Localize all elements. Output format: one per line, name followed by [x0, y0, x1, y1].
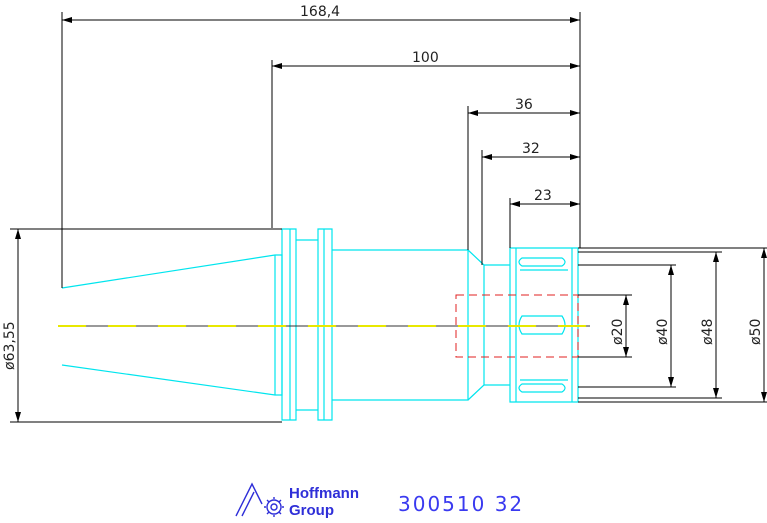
flange-rear — [317, 228, 333, 421]
shank-outline — [332, 249, 469, 401]
dim-label-32: 32 — [522, 141, 540, 157]
hoffmann-logo: Hoffmann Group — [235, 482, 359, 519]
dim-label-20: ø20 — [610, 319, 626, 345]
diameter-dimensions — [10, 228, 767, 423]
dim-label-63: ø63,55 — [2, 321, 18, 370]
flange-front — [281, 228, 297, 421]
dim-label-36: 36 — [515, 97, 533, 113]
logo-line-2: Group — [289, 502, 334, 519]
dim-label-48: ø48 — [700, 319, 716, 345]
length-dimensions — [61, 12, 581, 288]
dim-label-40: ø40 — [655, 319, 671, 345]
dim-label-168: 168,4 — [300, 4, 340, 20]
part-code: 300510 32 — [398, 492, 525, 516]
logo-emblem-icon — [235, 482, 284, 517]
dim-label-23: 23 — [534, 188, 552, 204]
tool-holder-outline — [61, 228, 579, 421]
logo-line-1: Hoffmann — [289, 485, 359, 502]
dim-label-100: 100 — [412, 50, 439, 66]
dim-label-50: ø50 — [748, 319, 764, 345]
collet-slots — [518, 257, 566, 393]
